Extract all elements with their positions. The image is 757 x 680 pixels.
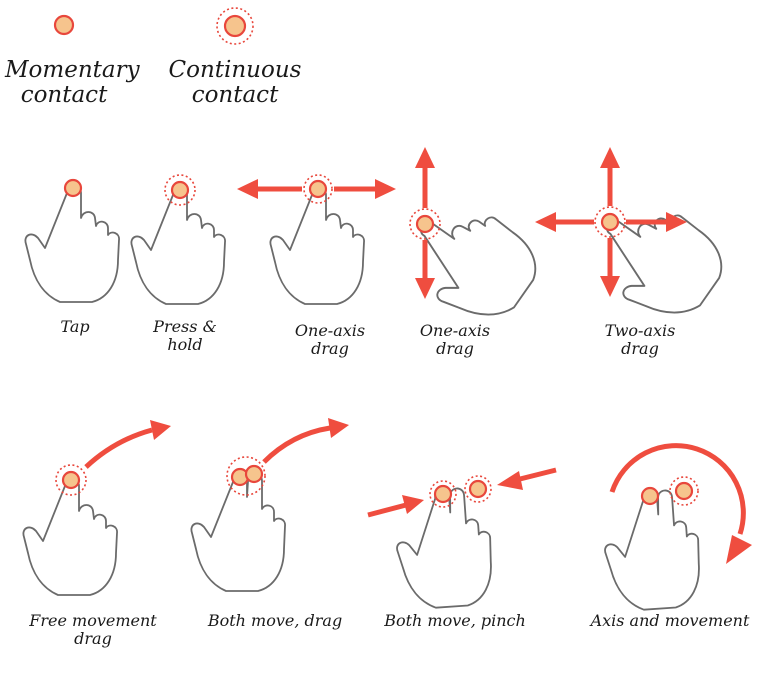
tap-label-line1: Tap <box>50 318 100 336</box>
axis-movement-line1: Axis and movement <box>590 612 750 630</box>
curved-arrow-icon <box>264 418 349 462</box>
tap-label: Tap <box>50 318 100 336</box>
legend-continuous-label: Continuous contact <box>165 58 305 109</box>
one-axis-vertical-line2: drag <box>410 340 500 358</box>
two-axis-gesture-icon <box>535 147 735 335</box>
both-move-pinch-gesture-icon <box>368 470 556 610</box>
right-arrow-icon <box>368 495 424 515</box>
legend-continuous-line2: contact <box>165 83 305 108</box>
axis-movement-label: Axis and movement <box>590 612 750 630</box>
one-axis-vertical-gesture-icon <box>394 147 550 337</box>
down-arrow-icon <box>600 238 620 297</box>
two-axis-line1: Two-axis <box>595 322 685 340</box>
free-movement-gesture-icon <box>23 420 171 595</box>
both-move-pinch-line1: Both move, pinch <box>380 612 530 630</box>
two-axis-label: Two-axis drag <box>595 322 685 357</box>
left-arrow-icon <box>237 179 302 199</box>
one-axis-horizontal-line1: One-axis <box>285 322 375 340</box>
free-movement-line1: Free movement <box>28 612 158 630</box>
one-axis-horizontal-line2: drag <box>285 340 375 358</box>
free-movement-line2: drag <box>28 630 158 648</box>
left-arrow-icon <box>497 470 556 490</box>
up-arrow-icon <box>600 147 620 206</box>
one-axis-horizontal-label: One-axis drag <box>285 322 375 357</box>
free-movement-label: Free movement drag <box>28 612 158 647</box>
tap-gesture-icon <box>25 180 119 302</box>
legend-momentary-icon <box>55 16 73 34</box>
both-move-pinch-label: Both move, pinch <box>380 612 530 630</box>
press-hold-label-line2: hold <box>150 336 220 354</box>
both-move-drag-gesture-icon <box>191 418 349 591</box>
legend-momentary-line1: Momentary <box>5 58 123 83</box>
legend-continuous-line1: Continuous <box>165 58 305 83</box>
both-move-drag-line1: Both move, drag <box>205 612 345 630</box>
left-arrow-icon <box>535 212 594 232</box>
one-axis-horizontal-gesture-icon <box>237 175 396 304</box>
press-hold-label: Press & hold <box>150 318 220 353</box>
axis-movement-gesture-icon <box>601 446 752 612</box>
press-hold-gesture-icon <box>131 175 225 304</box>
legend-momentary-label: Momentary contact <box>5 58 123 109</box>
press-hold-label-line1: Press & <box>150 318 220 336</box>
two-axis-line2: drag <box>595 340 685 358</box>
up-arrow-icon <box>415 147 435 208</box>
right-arrow-icon <box>334 179 396 199</box>
one-axis-vertical-label: One-axis drag <box>410 322 500 357</box>
legend-continuous-icon <box>217 8 253 44</box>
legend-momentary-line2: contact <box>5 83 123 108</box>
both-move-drag-label: Both move, drag <box>205 612 345 630</box>
one-axis-vertical-line1: One-axis <box>410 322 500 340</box>
curved-arrow-icon <box>86 420 171 467</box>
